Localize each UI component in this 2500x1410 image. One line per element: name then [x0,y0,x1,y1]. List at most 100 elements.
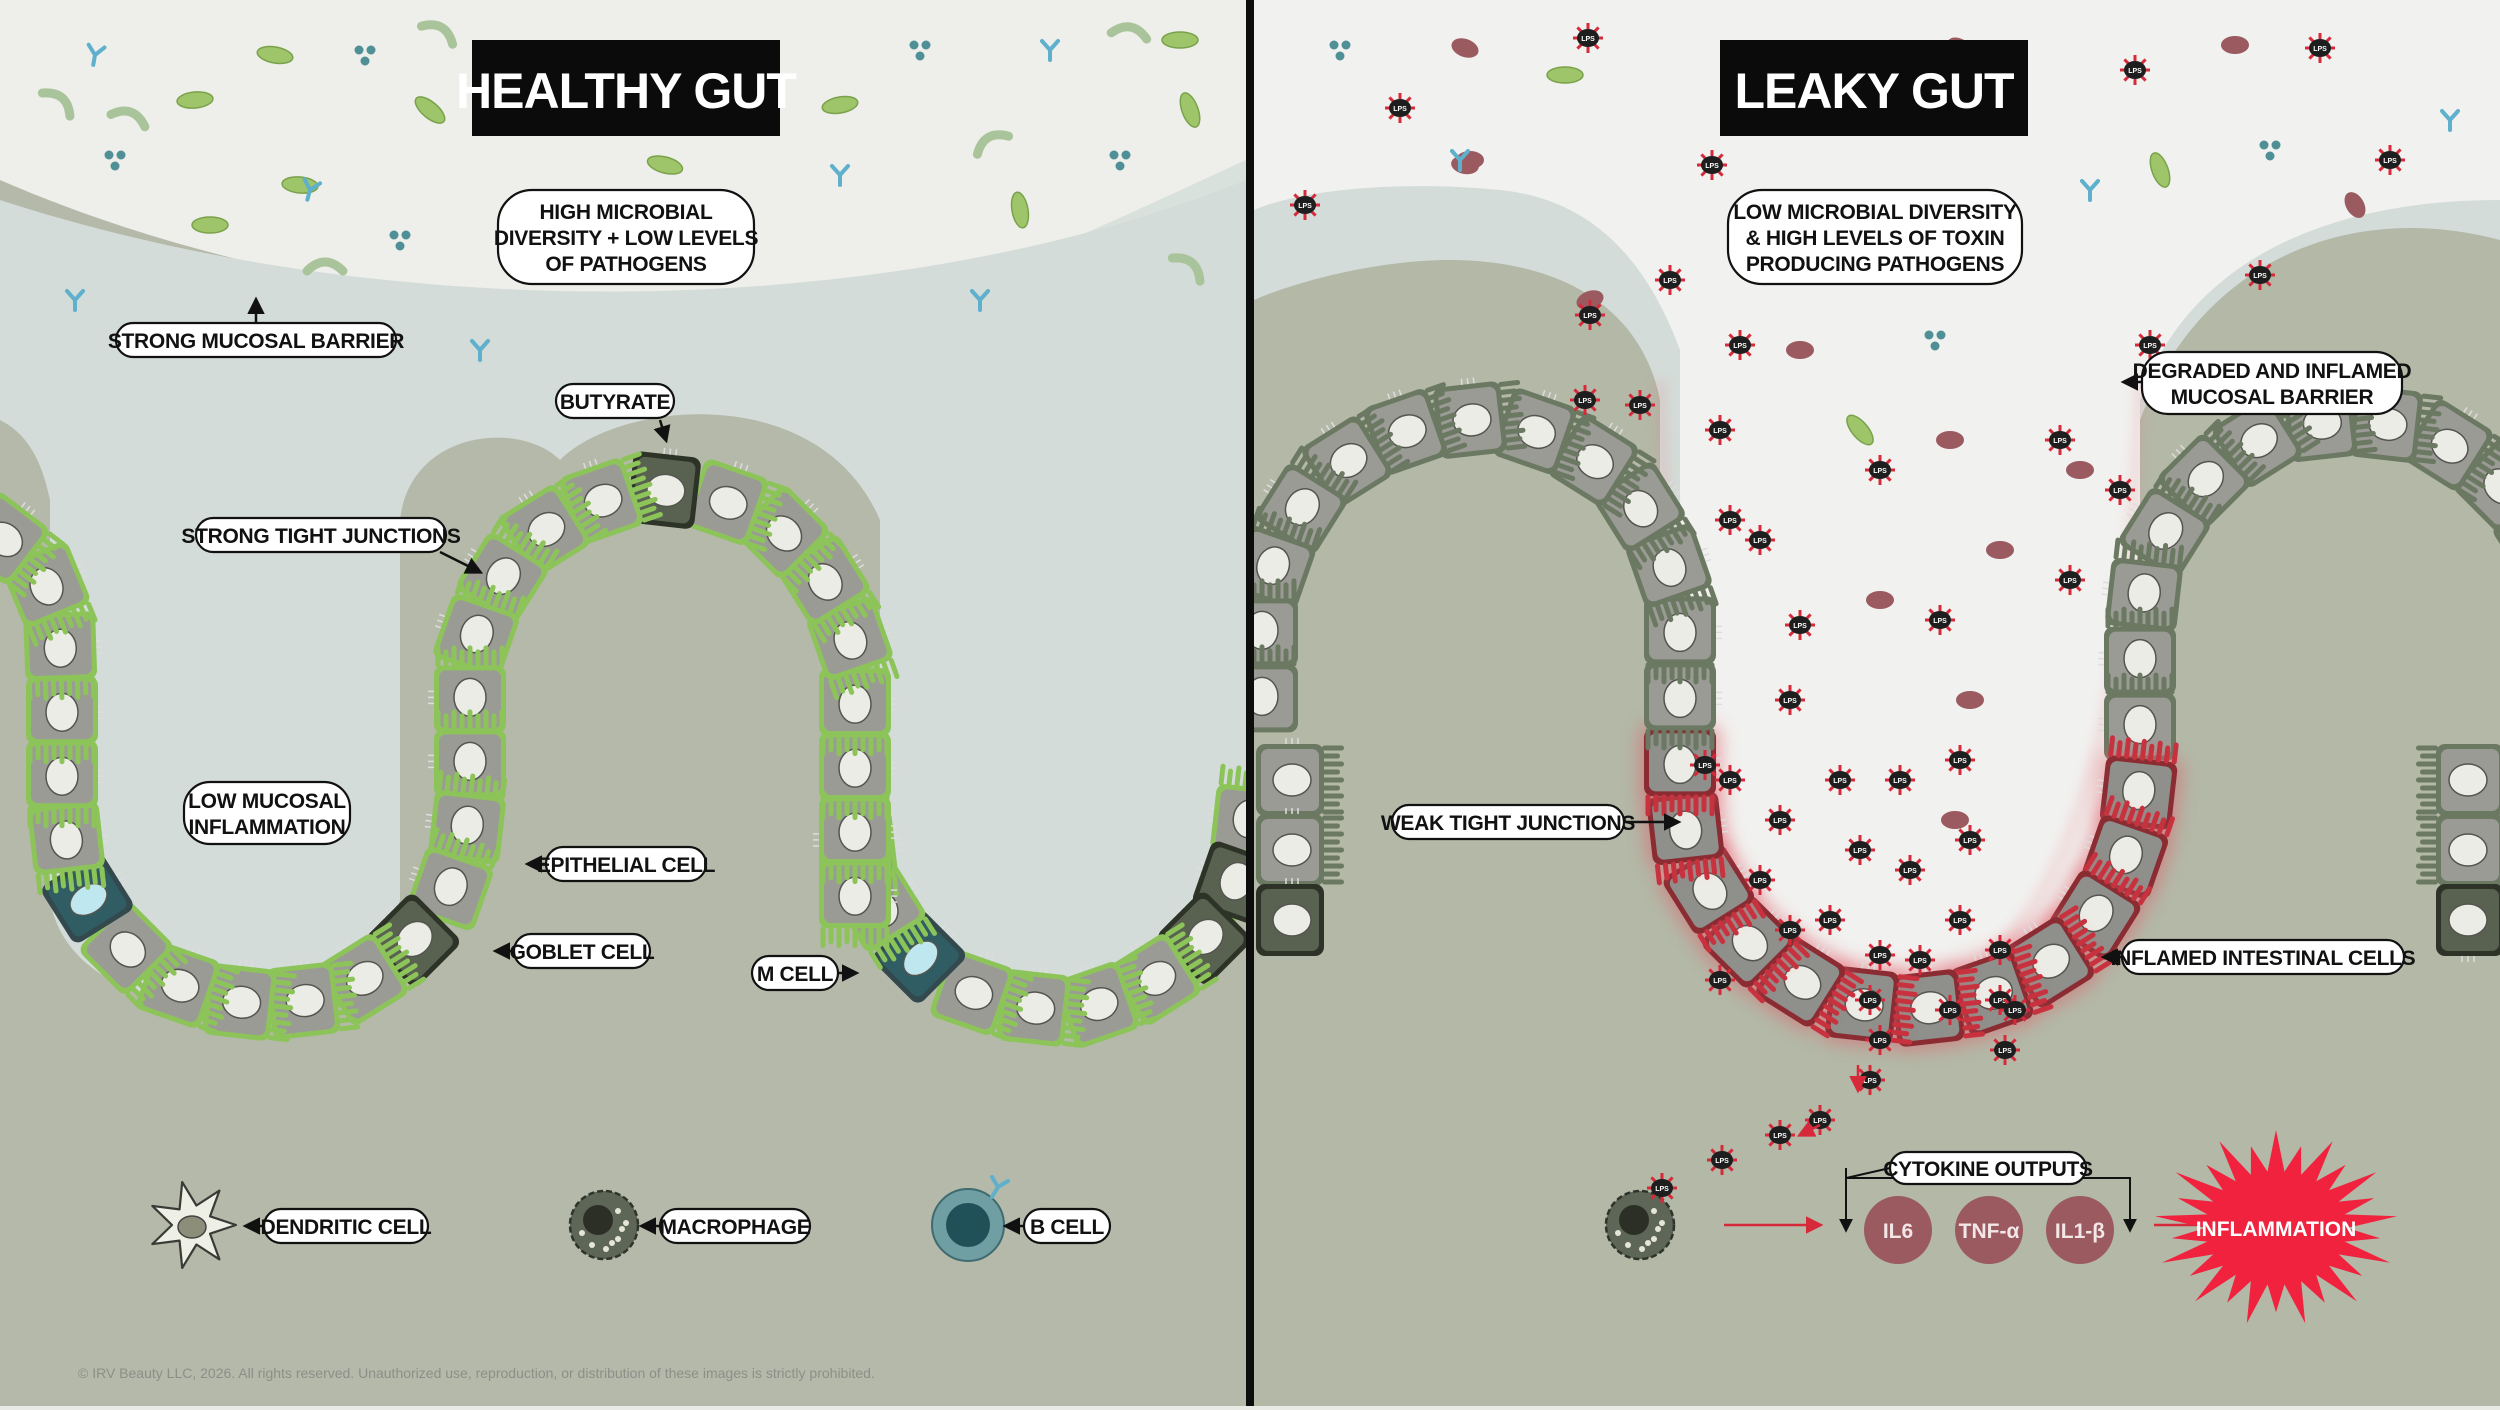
microbe: LPS [1955,825,1985,855]
lps-pathogen [1719,771,1741,789]
rod-bacteria [176,91,214,109]
microbe [1329,40,1351,61]
inflammation-line1: LOW MUCOSAL [188,790,346,813]
inflamed-cells-label: INFLAMED INTESTINAL CELLS [2100,938,2416,976]
pathogen-oval [1956,691,1984,709]
antibody [830,164,850,187]
epithelial-cell [433,574,526,678]
cell-nucleus [1576,444,1615,480]
lps-text: LPS [1833,778,1847,785]
cell-nucleus [954,975,994,1011]
microbe: LPS [1625,390,1655,420]
microbe [821,95,859,115]
leaky-microbial-line3: PRODUCING PATHOGENS [1746,253,2005,276]
lps-text: LPS [1698,763,1712,770]
pathogen-flow-arrow [1796,1120,1821,1137]
lps-text: LPS [2008,1008,2022,1015]
leaky-gut-title-text: LEAKY GUT [1735,63,2014,119]
microbe: LPS [1647,1173,1677,1203]
lps-text: LPS [1705,163,1719,170]
lps-text: LPS [1823,918,1837,925]
cell-nucleus [1284,488,1321,526]
pathogen-oval [2066,461,2094,479]
lps-pathogen [2059,571,2081,589]
epithelial-cell [1256,738,1344,816]
leaky-gut-title: LEAKY GUT [1720,40,2028,136]
lps-text: LPS [1713,978,1727,985]
m-cell-nucleus [69,882,108,917]
curved-bacteria [37,88,75,121]
epithelial-cell-text: EPITHELIAL CELL [537,854,716,877]
lps-text: LPS [1933,618,1947,625]
pathogen-oval [2221,36,2249,54]
microbe [2080,179,2100,202]
leaky-microbial-line1: LOW MICROBIAL DIVERSITY [1733,201,2017,224]
microbe: LPS [1775,685,1805,715]
antibody [470,339,490,362]
lps-text: LPS [2253,273,2267,280]
microbe: LPS [2245,260,2275,290]
microbe [1924,330,1946,351]
cytokine-il6: IL6 [1864,1196,1932,1264]
pathogen-oval [1941,811,1969,829]
rod-bacteria [646,155,684,175]
epithelial-cell [1254,578,1298,667]
microbe [176,91,214,109]
epithelial-cell [1256,878,1324,956]
lps-pathogen [1869,946,1891,964]
lps-pathogen [1651,1179,1673,1197]
microbial-label-line1: HIGH MICROBIAL [539,201,713,224]
lps-pathogen [1899,861,1921,879]
microbe [1109,150,1131,171]
lps-pathogen [2309,39,2331,57]
microbe [1450,149,1470,172]
cell-nucleus [1663,612,1697,653]
mucosal-barrier-text: STRONG MUCOSAL BARRIER [108,330,404,353]
rod-bacteria [1546,66,1584,84]
lps-text: LPS [1733,343,1747,350]
curved-bacteria [302,257,348,276]
cytokine-il6-text: IL6 [1883,1220,1913,1243]
microbe: LPS [1575,300,1605,330]
pathogen-oval [1866,591,1894,609]
microbe: LPS [1290,190,1320,220]
microbe: LPS [1715,505,1745,535]
macrophage-icon [1604,1189,1676,1261]
microbe: LPS [1725,330,1755,360]
lps-pathogen [1859,991,1881,1009]
epithelial-cell [318,922,427,1025]
lps-pathogen [1769,1126,1791,1144]
cytokine-il1b: IL1-β [2046,1196,2114,1264]
lps-text: LPS [1943,1008,1957,1015]
lps-pathogen [1629,396,1651,414]
butyrate-label: BUTYRATE [554,382,676,444]
lps-text: LPS [1581,36,1595,43]
lps-pathogen [2049,431,2071,449]
microbe: LPS [1825,765,1855,795]
curved-bacteria [1167,253,1205,286]
cell-nucleus [1272,903,1312,937]
lps-pathogen [1749,871,1771,889]
lps-text: LPS [2313,46,2327,53]
macrophage-label: MACROPHAGE [638,1207,812,1245]
microbial-diversity-label: HIGH MICROBIAL DIVERSITY + LOW LEVELS OF… [494,188,759,286]
microbe: LPS [1385,93,1415,123]
microbe [1786,341,1814,359]
lps-pathogen [1701,156,1723,174]
microbe: LPS [2375,145,2405,175]
lps-text: LPS [1953,758,1967,765]
dendritic-cell-text: DENDRITIC CELL [261,1216,432,1239]
lps-text: LPS [2113,488,2127,495]
antibody [1450,149,1470,172]
m-cell-text: M CELL [757,963,834,986]
lps-pathogen [1909,951,1931,969]
microbe: LPS [1697,150,1727,180]
lps-pathogen [1949,911,1971,929]
microbe: LPS [1925,605,1955,635]
lps-text: LPS [1783,928,1797,935]
cell-nucleus [1272,833,1312,867]
lps-text: LPS [1393,106,1407,113]
microbe: LPS [1745,525,1775,555]
pathogen-oval [1986,541,2014,559]
